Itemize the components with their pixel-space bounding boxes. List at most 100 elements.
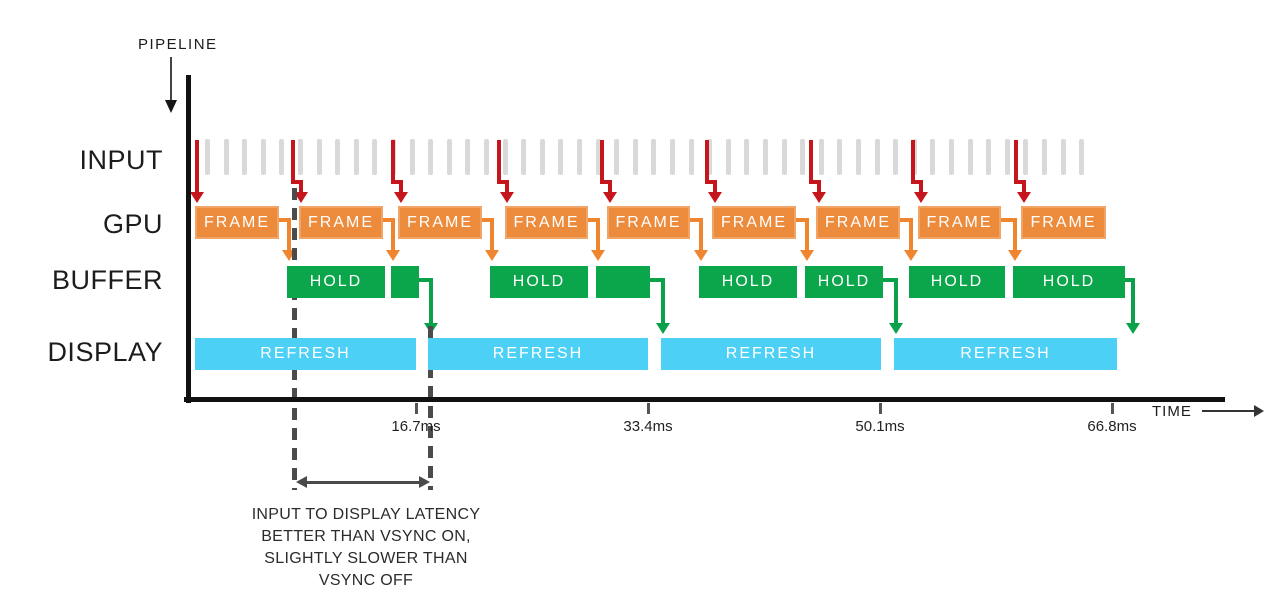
gpu-frame-box: FRAME <box>505 206 588 239</box>
frame-to-buffer-arrow <box>699 218 703 252</box>
frame-to-buffer-arrow <box>805 218 809 252</box>
time-arrow <box>1202 410 1254 412</box>
display-refresh-bar: REFRESH <box>894 338 1117 370</box>
input-tick <box>410 139 415 175</box>
buffer-to-display-arrow <box>429 278 433 325</box>
input-event-arrow <box>919 180 923 193</box>
input-tick <box>540 139 545 175</box>
input-tick <box>298 139 303 175</box>
buffer-to-display-arrowhead-icon <box>1126 323 1140 334</box>
input-tick <box>1061 139 1066 175</box>
input-event-arrow <box>809 140 813 184</box>
frame-to-buffer-arrowhead-icon <box>591 250 605 261</box>
buffer-to-display-arrow <box>661 278 665 325</box>
input-tick <box>335 139 340 175</box>
input-tick <box>447 139 452 175</box>
time-tick <box>879 403 882 414</box>
input-tick <box>596 139 601 175</box>
input-tick <box>689 139 694 175</box>
row-label-gpu: GPU <box>102 209 163 239</box>
input-event-arrow <box>497 180 509 184</box>
pipeline-arrow <box>170 57 172 102</box>
time-tick-label: 33.4ms <box>623 418 673 435</box>
input-tick <box>633 139 638 175</box>
frame-to-buffer-arrow <box>690 218 703 222</box>
input-tick <box>651 139 656 175</box>
frame-to-buffer-arrowhead-icon <box>485 250 499 261</box>
input-tick <box>205 139 210 175</box>
gpu-frame-box: FRAME <box>712 206 796 239</box>
frame-to-buffer-arrow <box>796 218 809 222</box>
time-arrowhead-icon <box>1254 405 1264 417</box>
input-tick <box>1079 139 1084 175</box>
buffer-to-display-arrow <box>1125 278 1135 282</box>
input-tick <box>577 139 582 175</box>
input-event-arrowhead-icon <box>708 192 722 203</box>
input-event-arrow <box>497 140 501 184</box>
input-tick <box>856 139 861 175</box>
buffer-hold-box <box>391 266 419 298</box>
frame-to-buffer-arrow <box>596 218 600 252</box>
input-event-arrowhead-icon <box>394 192 408 203</box>
input-tick <box>875 139 880 175</box>
input-tick <box>354 139 359 175</box>
caption-line: BETTER THAN VSYNC ON, <box>261 528 471 545</box>
frame-to-buffer-arrowhead-icon <box>904 250 918 261</box>
buffer-to-display-arrow <box>894 278 898 325</box>
frame-to-buffer-arrow <box>588 218 600 222</box>
input-event-arrowhead-icon <box>914 192 928 203</box>
caption-line: VSYNC OFF <box>318 572 414 589</box>
input-event-arrow <box>608 180 612 193</box>
gpu-frame-box: FRAME <box>816 206 900 239</box>
frame-to-buffer-arrow <box>1001 218 1017 222</box>
input-event-arrow <box>391 180 403 184</box>
time-axis-label: TIME <box>1152 403 1192 420</box>
pipeline-axis-line <box>186 75 191 403</box>
gpu-frame-box: FRAME <box>607 206 690 239</box>
input-event-arrow <box>1014 180 1026 184</box>
frame-to-buffer-arrowhead-icon <box>694 250 708 261</box>
row-label-input: INPUT <box>79 145 163 175</box>
input-tick <box>837 139 842 175</box>
input-tick <box>465 139 470 175</box>
input-event-arrow <box>911 180 923 184</box>
frame-to-buffer-arrow <box>1013 218 1017 252</box>
display-refresh-bar: REFRESH <box>428 338 648 370</box>
time-axis-line <box>184 397 1225 402</box>
caption-line: INPUT TO DISPLAY LATENCY <box>251 506 481 523</box>
frame-to-buffer-arrow <box>490 218 494 252</box>
input-tick <box>372 139 377 175</box>
input-event-arrow <box>291 140 295 184</box>
input-event-arrowhead-icon <box>190 192 204 203</box>
input-tick <box>930 139 935 175</box>
input-tick <box>224 139 229 175</box>
input-tick <box>782 139 787 175</box>
input-tick <box>800 139 805 175</box>
buffer-hold-box: HOLD <box>287 266 385 298</box>
gpu-frame-box: FRAME <box>1021 206 1106 239</box>
buffer-to-display-arrow <box>419 278 433 282</box>
input-tick <box>242 139 247 175</box>
frame-to-buffer-arrow <box>391 218 395 252</box>
input-tick <box>521 139 526 175</box>
frame-to-buffer-arrow <box>909 218 913 252</box>
input-event-arrow <box>1014 140 1018 184</box>
gpu-frame-box: FRAME <box>918 206 1001 239</box>
buffer-hold-box <box>596 266 650 298</box>
buffer-to-display-arrow <box>883 278 898 282</box>
buffer-to-display-arrow <box>650 278 665 282</box>
frame-to-buffer-arrowhead-icon <box>386 250 400 261</box>
input-event-arrow <box>705 180 717 184</box>
input-tick <box>949 139 954 175</box>
input-tick <box>1023 139 1028 175</box>
row-label-buffer: BUFFER <box>52 265 163 295</box>
time-tick <box>415 403 418 414</box>
frame-to-buffer-arrowhead-icon <box>282 250 296 261</box>
input-tick <box>670 139 675 175</box>
buffer-hold-box: HOLD <box>805 266 883 298</box>
input-tick <box>614 139 619 175</box>
input-tick <box>1042 139 1047 175</box>
input-event-arrowhead-icon <box>500 192 514 203</box>
input-tick <box>428 139 433 175</box>
